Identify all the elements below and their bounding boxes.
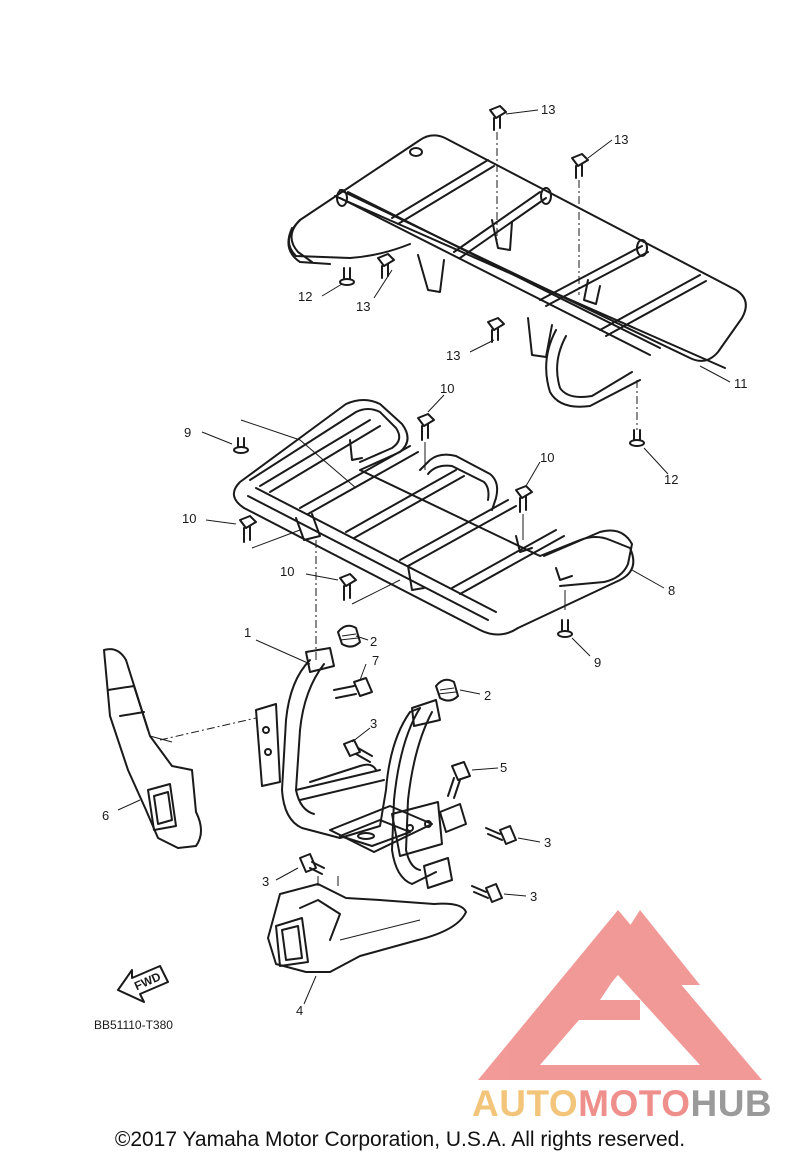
- callout-7: 7: [372, 653, 379, 668]
- bolt-3-d: [471, 883, 503, 903]
- callout-12-b: 12: [664, 472, 678, 487]
- callout-9-b: 9: [594, 655, 601, 670]
- bolt-3-c: [299, 853, 325, 875]
- bolt-12-b: [629, 380, 645, 447]
- callout-13-d: 13: [446, 348, 460, 363]
- guard-6: [103, 648, 202, 849]
- callout-11: 11: [734, 376, 748, 391]
- leader-lines: [117, 109, 731, 1005]
- callout-8: 8: [668, 583, 675, 598]
- callout-9-a: 9: [184, 425, 191, 440]
- callout-2-b: 2: [484, 688, 491, 703]
- callout-12-a: 12: [298, 289, 312, 304]
- watermark-logo: [478, 910, 762, 1080]
- callout-13-c: 13: [356, 299, 370, 314]
- bolt-13-b: [571, 153, 589, 295]
- bolt-5: [447, 761, 471, 799]
- callout-10-a: 10: [440, 381, 454, 396]
- bolt-13-d: [487, 317, 505, 343]
- grommet-2-a: [337, 624, 361, 648]
- bolt-7: [333, 677, 373, 699]
- grommet-2-b: [435, 678, 459, 702]
- watermark-wordmark: AUTOMOTOHUB: [472, 1083, 772, 1125]
- fwd-arrow: FWD: [117, 965, 169, 1003]
- watermark-part-auto: AUTO: [472, 1083, 579, 1124]
- callout-13-b: 13: [614, 132, 628, 147]
- callout-4: 4: [296, 1003, 303, 1018]
- bolt-3-a: [343, 739, 373, 763]
- lower-rack-8: [233, 399, 635, 636]
- callout-3-b: 3: [544, 835, 551, 850]
- callout-3-a: 3: [370, 716, 377, 731]
- bolt-12-a: [339, 267, 355, 286]
- watermark-part-hub: HUB: [690, 1083, 773, 1124]
- bolt-9-a: [233, 419, 357, 489]
- callout-5: 5: [500, 760, 507, 775]
- bolt-13-c: [377, 253, 395, 279]
- watermark-part-moto: MOTO: [578, 1083, 691, 1124]
- callout-10-d: 10: [280, 564, 294, 579]
- callout-2-a: 2: [370, 634, 377, 649]
- bolt-3-b: [485, 825, 517, 845]
- copyright-notice: ©2017 Yamaha Motor Corporation, U.S.A. A…: [114, 1128, 686, 1151]
- guard-4: [267, 883, 467, 973]
- callout-13-a: 13: [541, 102, 555, 117]
- callout-10-b: 10: [540, 450, 554, 465]
- bolt-10-d: [339, 573, 401, 605]
- upper-rack-11: [287, 134, 747, 408]
- callout-3-c: 3: [262, 874, 269, 889]
- callout-3-d: 3: [530, 889, 537, 904]
- bracket-1: [255, 647, 467, 889]
- bolt-13-a: [489, 105, 507, 245]
- callout-labels: 13 13 13 13 12 12 11 10 10 10 10 9 9 8 1…: [102, 102, 748, 1018]
- diagram-code: BB51110-T380: [94, 1018, 173, 1032]
- callout-10-c: 10: [182, 511, 196, 526]
- bolt-10-b: [515, 485, 533, 540]
- bolt-9-b: [557, 590, 573, 638]
- callout-1: 1: [244, 625, 251, 640]
- callout-6: 6: [102, 808, 109, 823]
- bolt-10-c: [239, 515, 301, 549]
- bolt-10-a: [417, 413, 435, 470]
